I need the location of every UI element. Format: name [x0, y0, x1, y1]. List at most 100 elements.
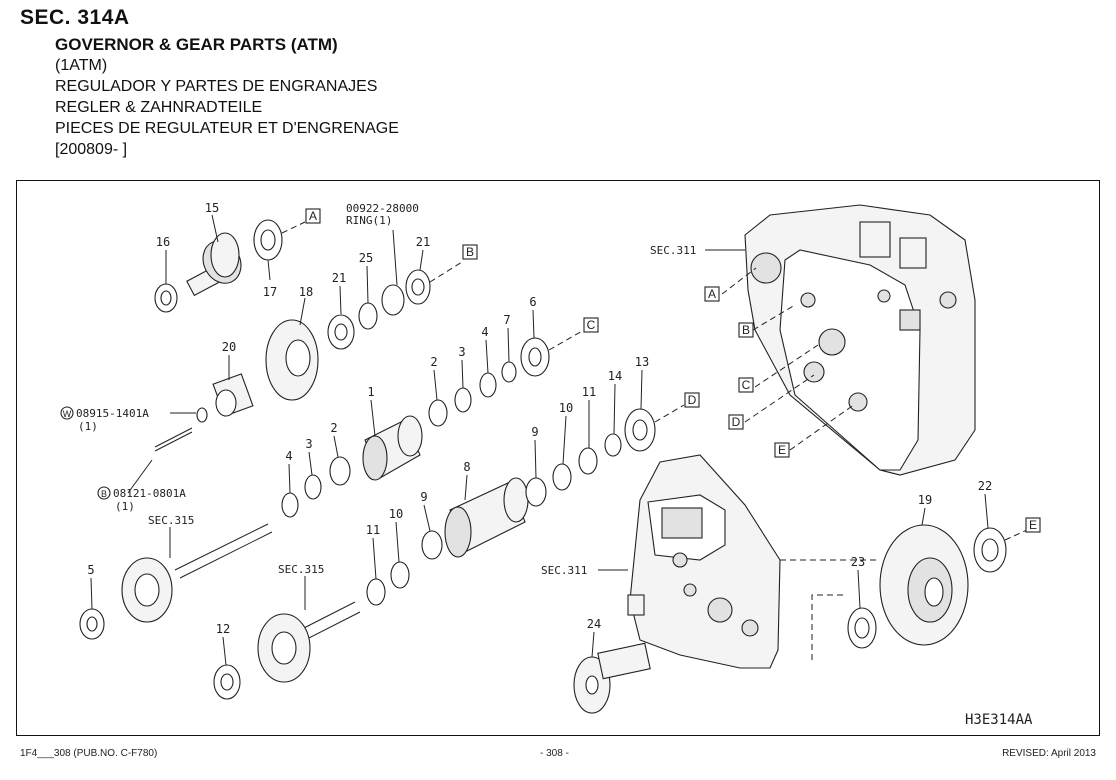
footer-left: 1F4___308 (PUB.NO. C-F780) [20, 748, 158, 759]
flange-24 [573, 642, 651, 714]
sec311-upper-label: SEC.311 [650, 244, 696, 257]
needle-2a [428, 399, 448, 427]
part-label: 21 [332, 271, 346, 285]
box-a-left: A [309, 209, 317, 223]
part-label: 3 [458, 345, 465, 359]
title-block: GOVERNOR & GEAR PARTS (ATM) (1ATM) REGUL… [55, 34, 399, 160]
sec315-upper-label: SEC.315 [148, 514, 194, 527]
title-english: GOVERNOR & GEAR PARTS (ATM) [55, 35, 338, 54]
box-c-right: C [742, 378, 751, 392]
part-label: 1 [367, 385, 374, 399]
part-label: 23 [851, 555, 865, 569]
ring-part-number: 00922-28000 [346, 202, 419, 215]
shaft-sec315a [121, 523, 273, 623]
box-b-left: B [466, 245, 474, 259]
washer-11a [578, 447, 598, 475]
bolt-marker: B [101, 489, 107, 499]
header: SEC. 314A GOVERNOR & GEAR PARTS (ATM) (1… [20, 6, 399, 160]
bolt-part-number: 08121-0801A [113, 487, 186, 500]
ring-00922 [381, 284, 405, 316]
title-german: REGLER & ZAHNRADTEILE [55, 99, 263, 116]
part-label: 19 [918, 493, 932, 507]
washer-part-number: 08915-1401A [76, 407, 149, 420]
reference-callouts: 00922-28000 RING(1) W 08915-1401A (1) B … [60, 202, 696, 577]
transmission-housing [744, 204, 976, 476]
part-label: 16 [156, 235, 170, 249]
part-label: 7 [503, 313, 510, 327]
part-label: 25 [359, 251, 373, 265]
part-label: 9 [420, 490, 427, 504]
ring-25 [358, 302, 378, 330]
washer-qty: (1) [78, 420, 98, 433]
part-label: 22 [978, 479, 992, 493]
title-subtitle: (1ATM) [55, 57, 108, 74]
part-label: 14 [608, 369, 622, 383]
footer-right: REVISED: April 2013 [1002, 748, 1096, 759]
diagram-frame [16, 180, 1100, 736]
part-label: 15 [205, 201, 219, 215]
washer-4b [281, 492, 299, 518]
governor-housing [627, 454, 781, 669]
reference-boxes: A B C D E A B C D E [305, 208, 1041, 533]
part-label: 5 [87, 563, 94, 577]
gear-1 [362, 415, 423, 481]
ring-7 [501, 361, 517, 383]
box-e-left: E [1029, 518, 1037, 532]
part-label: 11 [582, 385, 596, 399]
gear-8 [444, 477, 529, 558]
washer-3b [304, 474, 322, 500]
gear-19 [879, 524, 969, 646]
washer-marker: W [63, 409, 72, 419]
part-label: 3 [305, 437, 312, 451]
washer-10a [552, 463, 572, 491]
part-label: 4 [481, 325, 488, 339]
part-labels: 15 16 17 18 20 21 25 21 6 7 4 3 2 1 2 3 … [87, 201, 992, 636]
title-spanish: REGULADOR Y PARTES DE ENGRANAJES [55, 78, 378, 95]
gear-15 [210, 232, 240, 278]
sec315-lower-label: SEC.315 [278, 563, 324, 576]
box-e-right: E [778, 443, 786, 457]
part-label: 21 [416, 235, 430, 249]
part-label: 8 [463, 460, 470, 474]
part-label: 12 [216, 622, 230, 636]
part-label: 10 [389, 507, 403, 521]
part-label: 24 [587, 617, 601, 631]
part-label: 20 [222, 340, 236, 354]
ring-label: RING(1) [346, 214, 392, 227]
part-label: 2 [430, 355, 437, 369]
washer-4a [479, 372, 497, 398]
needle-9b [421, 530, 443, 560]
part-label: 9 [531, 425, 538, 439]
part-label: 18 [299, 285, 313, 299]
diagram-code: H3E314AA [965, 712, 1033, 728]
washer-3a [454, 387, 472, 413]
needle-9a [525, 477, 547, 507]
part-label: 10 [559, 401, 573, 415]
box-c-left: C [587, 318, 596, 332]
title-french: PIECES DE REGULATEUR ET D'ENGRENAGE [55, 120, 399, 137]
date-range: [200809- ] [55, 141, 128, 158]
shaft-sec315b [257, 601, 361, 683]
box-d-right: D [732, 415, 741, 429]
needle-2b [329, 456, 351, 486]
part-label: 2 [330, 421, 337, 435]
washer-10b [390, 561, 410, 589]
bolt-qty: (1) [115, 500, 135, 513]
box-a-right: A [708, 287, 716, 301]
footer-center: - 308 - [540, 748, 569, 759]
part-leaders [90, 214, 989, 666]
ring-14 [604, 433, 622, 457]
box-d-left: D [688, 393, 697, 407]
part-label: 4 [285, 449, 292, 463]
sec311-lower-label: SEC.311 [541, 564, 587, 577]
part-label: 6 [529, 295, 536, 309]
part-label: 11 [366, 523, 380, 537]
dashed-leaders [281, 221, 1028, 660]
part-label: 13 [635, 355, 649, 369]
washer-08915 [196, 407, 208, 423]
bolt-08121 [154, 427, 193, 448]
section-number: SEC. 314A [20, 6, 130, 29]
part-label: 17 [263, 285, 277, 299]
box-b-right: B [742, 323, 750, 337]
